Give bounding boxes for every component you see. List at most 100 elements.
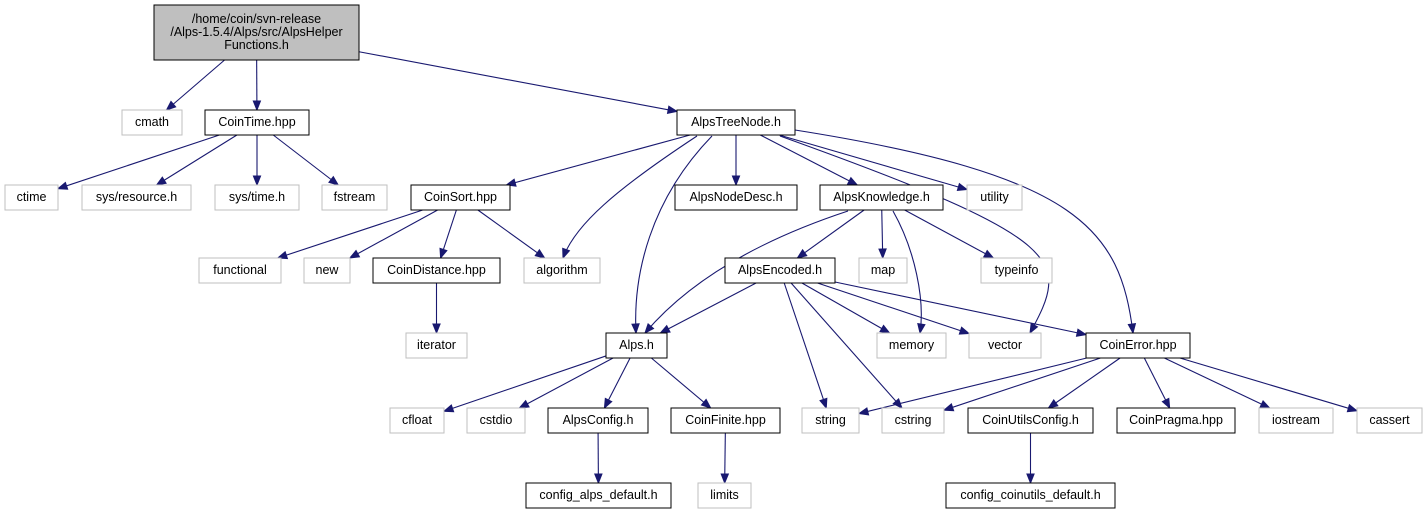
node-box-coinutilsconfig [967, 407, 1094, 434]
edge-alpsh-to-alpsconfig [603, 357, 631, 410]
node-configalps[interactable]: config_alps_default.h [525, 482, 672, 509]
node-cfloat[interactable]: cfloat [389, 407, 445, 434]
node-fstream[interactable]: fstream [321, 184, 388, 211]
edge-cointime-to-fstream [272, 134, 340, 186]
edge-coinerror-to-coinpragma [1143, 357, 1171, 410]
edge-root-to-cmath [165, 59, 225, 111]
edge-alpstreenode-to-algorithm [562, 135, 698, 260]
node-label-coinsort: CoinSort.hpp [424, 190, 497, 204]
node-label-cfloat: cfloat [402, 413, 432, 427]
node-box-algorithm [523, 257, 601, 284]
edge-alpstreenode-to-vector [779, 135, 1050, 335]
node-root[interactable]: /home/coin/svn-release/Alps-1.5.4/Alps/s… [153, 4, 360, 61]
node-label-cmath: cmath [135, 115, 169, 129]
node-alpsconfig[interactable]: AlpsConfig.h [547, 407, 649, 434]
node-box-cassert [1356, 407, 1423, 434]
edge-root-to-cointime [252, 59, 262, 112]
edge-alpsh-to-cfloat [442, 355, 607, 413]
edge-alpstreenode-to-coinsort [505, 134, 691, 187]
edge-alpsencoded-to-coinerror [834, 281, 1088, 337]
node-alpsencoded[interactable]: AlpsEncoded.h [724, 257, 836, 284]
node-box-coindistance [372, 257, 501, 284]
node-box-typeinfo [980, 257, 1053, 284]
node-label-alpstreenode: AlpsTreeNode.h [691, 115, 781, 129]
node-box-systime [214, 184, 300, 211]
node-coinfinite[interactable]: CoinFinite.hpp [670, 407, 781, 434]
node-vector[interactable]: vector [968, 332, 1042, 359]
node-coindistance[interactable]: CoinDistance.hpp [372, 257, 501, 284]
node-box-cointime [204, 109, 310, 136]
node-sysresource[interactable]: sys/resource.h [81, 184, 192, 211]
node-coinerror[interactable]: CoinError.hpp [1085, 332, 1191, 359]
node-box-iostream [1258, 407, 1334, 434]
edge-alpsencoded-to-alpsh [659, 282, 757, 334]
node-box-coinerror [1085, 332, 1191, 359]
edge-alpsencoded-to-vector [817, 282, 971, 335]
node-box-string [801, 407, 860, 434]
node-alpsnodedesc[interactable]: AlpsNodeDesc.h [674, 184, 798, 211]
node-new[interactable]: new [303, 257, 351, 284]
edge-coinsort-to-functional [276, 209, 423, 260]
node-label-cstring: cstring [895, 413, 932, 427]
node-ctime[interactable]: ctime [4, 184, 59, 211]
node-box-new [303, 257, 351, 284]
node-cmath[interactable]: cmath [121, 109, 183, 136]
node-label-alpsh: Alps.h [619, 338, 654, 352]
node-box-alpsh [605, 332, 668, 359]
edge-cointime-to-sysresource [155, 134, 238, 186]
node-coinpragma[interactable]: CoinPragma.hpp [1116, 407, 1236, 434]
node-cassert[interactable]: cassert [1356, 407, 1423, 434]
node-alpsknowledge[interactable]: AlpsKnowledge.h [819, 184, 944, 211]
node-box-coinsort [410, 184, 511, 211]
node-memory[interactable]: memory [876, 332, 947, 359]
node-typeinfo[interactable]: typeinfo [980, 257, 1053, 284]
node-box-utility [966, 184, 1023, 211]
node-box-coinfinite [670, 407, 781, 434]
node-label-alpsencoded: AlpsEncoded.h [738, 263, 822, 277]
edge-alpstreenode-to-coinerror [794, 129, 1137, 335]
node-alpstreenode[interactable]: AlpsTreeNode.h [676, 109, 796, 136]
node-systime[interactable]: sys/time.h [214, 184, 300, 211]
node-label-string: string [815, 413, 846, 427]
node-limits[interactable]: limits [697, 482, 752, 509]
edge-root-to-alpstreenode [358, 51, 679, 114]
node-configcoinutils[interactable]: config_coinutils_default.h [945, 482, 1116, 509]
node-alpsh[interactable]: Alps.h [605, 332, 668, 359]
node-string[interactable]: string [801, 407, 860, 434]
node-label-alpsnodedesc: AlpsNodeDesc.h [689, 190, 782, 204]
node-cstring[interactable]: cstring [881, 407, 945, 434]
node-box-fstream [321, 184, 388, 211]
node-functional[interactable]: functional [198, 257, 282, 284]
edge-alpsencoded-to-memory [801, 282, 891, 334]
node-label-root: /Alps-1.5.4/Alps/src/AlpsHelper [170, 25, 342, 39]
node-utility[interactable]: utility [966, 184, 1023, 211]
edge-coinfinite-to-limits [720, 432, 730, 485]
node-label-coindistance: CoinDistance.hpp [387, 263, 486, 277]
node-box-limits [697, 482, 752, 509]
node-cstdio[interactable]: cstdio [466, 407, 526, 434]
node-label-cassert: cassert [1369, 413, 1410, 427]
node-label-utility: utility [980, 190, 1009, 204]
node-label-typeinfo: typeinfo [995, 263, 1039, 277]
edge-cointime-to-ctime [56, 134, 220, 190]
node-iterator[interactable]: iterator [405, 332, 468, 359]
node-box-alpsknowledge [819, 184, 944, 211]
node-box-cstdio [466, 407, 526, 434]
node-label-iterator: iterator [417, 338, 456, 352]
node-coinutilsconfig[interactable]: CoinUtilsConfig.h [967, 407, 1094, 434]
edge-alpsh-to-coinfinite [650, 357, 712, 409]
node-label-root: /home/coin/svn-release [192, 12, 321, 26]
node-label-coinerror: CoinError.hpp [1099, 338, 1176, 352]
edge-coinsort-to-algorithm [477, 209, 546, 259]
node-label-fstream: fstream [334, 190, 376, 204]
node-box-configcoinutils [945, 482, 1116, 509]
node-label-algorithm: algorithm [536, 263, 587, 277]
node-cointime[interactable]: CoinTime.hpp [204, 109, 310, 136]
node-label-coinutilsconfig: CoinUtilsConfig.h [982, 413, 1079, 427]
node-map[interactable]: map [858, 257, 908, 284]
node-algorithm[interactable]: algorithm [523, 257, 601, 284]
node-coinsort[interactable]: CoinSort.hpp [410, 184, 511, 211]
node-label-cointime: CoinTime.hpp [218, 115, 295, 129]
node-iostream[interactable]: iostream [1258, 407, 1334, 434]
node-label-coinpragma: CoinPragma.hpp [1129, 413, 1223, 427]
